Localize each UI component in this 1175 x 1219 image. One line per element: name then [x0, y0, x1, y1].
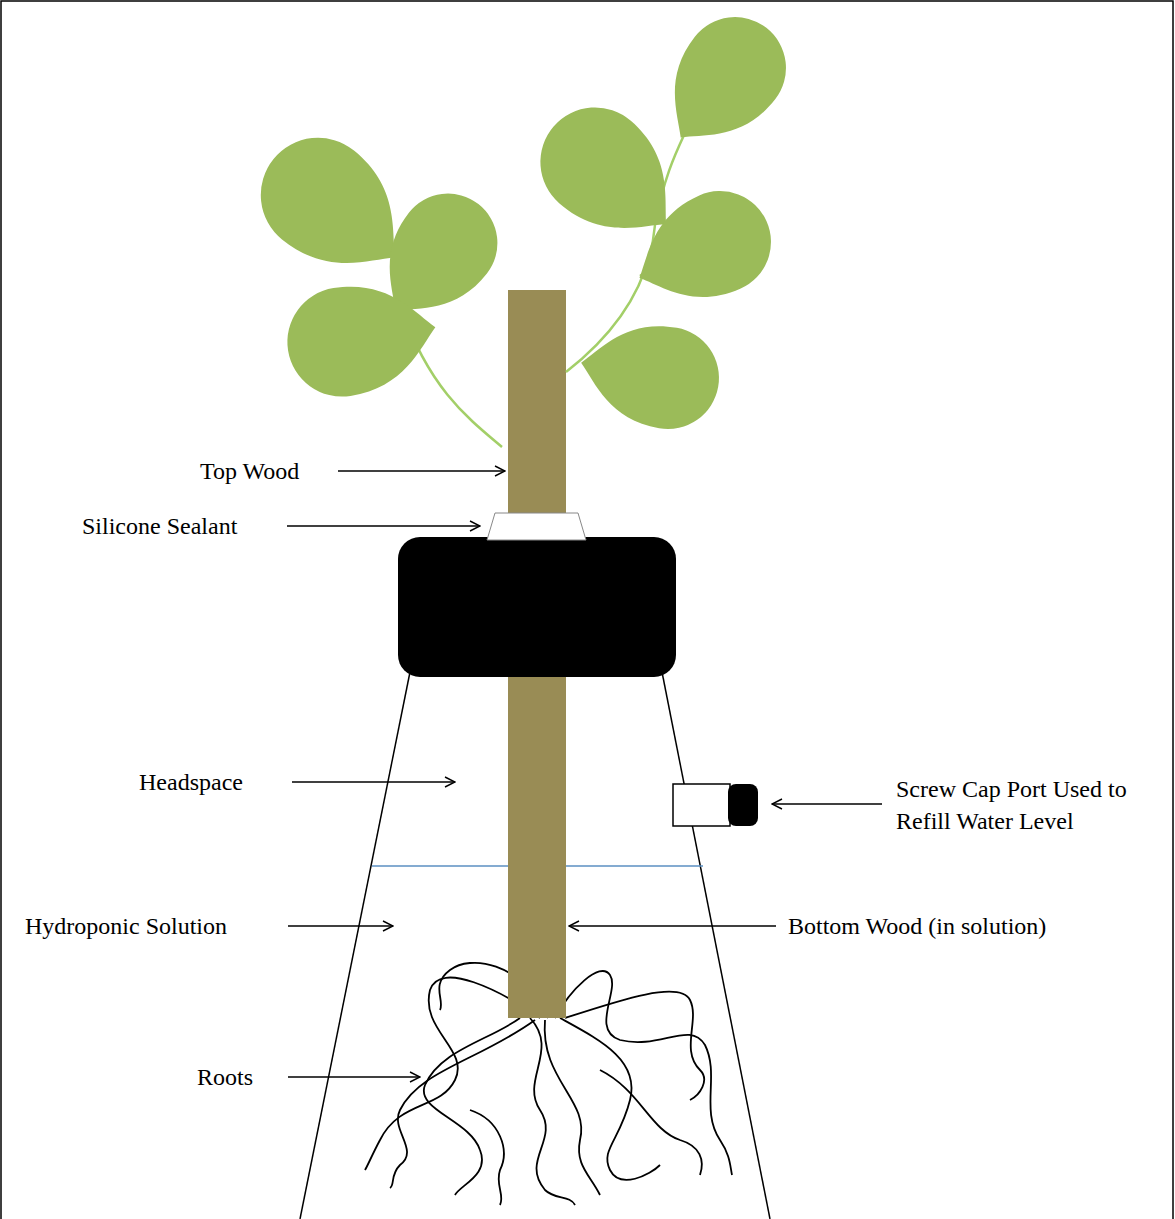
- part-label: Headspace: [139, 766, 243, 798]
- leaves: [238, 0, 807, 437]
- stopper: [398, 537, 676, 677]
- part-label: Bottom Wood (in solution): [788, 910, 1046, 942]
- part-label: Roots: [197, 1061, 253, 1093]
- screw-cap-port: [673, 784, 758, 826]
- part-label: Hydroponic Solution: [25, 910, 227, 942]
- part-label: Top Wood: [200, 455, 299, 487]
- leader-arrows: [287, 471, 882, 1077]
- sealant: [487, 513, 586, 540]
- part-label: Screw Cap Port Used to Refill Water Leve…: [896, 773, 1141, 837]
- part-label: Silicone Sealant: [82, 510, 237, 542]
